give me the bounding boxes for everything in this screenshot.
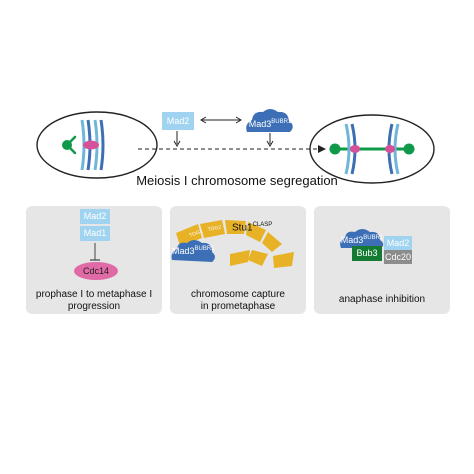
top-mad2-label: Mad2 <box>166 116 190 126</box>
left-chromosome-pair-icon <box>80 119 105 171</box>
stu1-segment-8 <box>273 252 294 268</box>
panel2-mad3-label: Mad3BUBR1 <box>172 246 215 256</box>
panel2-stu1-label: Stu1CLASP <box>232 222 273 234</box>
right-chromosome-right-icon <box>385 123 400 175</box>
stu1-segment-1 <box>176 224 202 246</box>
panel3-mad2-box <box>384 236 412 250</box>
panel2-caption-line2: in prometaphase <box>200 301 276 312</box>
panel3-mad3-cloud-icon <box>340 229 384 248</box>
top-mad3-label: Mad3BUBR1 <box>248 119 292 129</box>
left-spindle-pole-icon <box>62 135 77 155</box>
left-cell-outline <box>36 111 158 179</box>
panel1-inhibition-arrow <box>90 243 100 261</box>
top-mad2-box <box>162 112 194 130</box>
panel1-mad2-label: Mad2 <box>83 211 107 221</box>
panel3-cdc20-box <box>384 250 412 264</box>
right-chromosome-left-icon <box>344 123 360 175</box>
panel1-caption-line2: progression <box>67 301 121 312</box>
stu1-segment-4 <box>246 222 266 242</box>
panel3-bub3-label: Bub3 <box>356 248 378 258</box>
progression-arrow-head <box>318 145 326 153</box>
top-schematic <box>36 109 435 184</box>
panel3-mad3-label: Mad3BUBR1 <box>340 235 384 245</box>
tog2-label: TOG2 <box>207 225 222 233</box>
panel3-cdc20-label: Cdc20 <box>384 252 411 262</box>
panel3-caption-line1: anaphase inhibition <box>338 294 426 305</box>
panel1-caption-line1: prophase I to metaphase I <box>35 289 153 300</box>
stu1-segment-5 <box>262 232 282 252</box>
panel3-mad2-label: Mad2 <box>386 238 410 248</box>
panel1-cdc14-oval <box>74 262 118 280</box>
panel1-mad1-label: Mad1 <box>83 228 107 238</box>
panel1-mad1-box <box>80 226 110 241</box>
tog1-label: TOG1 <box>189 229 204 239</box>
panel2-stu1-chain: TOG1 TOG2 <box>171 220 294 268</box>
stu1-segment-3 <box>225 220 246 234</box>
panel2-caption-line1: chromosome capture <box>191 289 285 300</box>
stu1-segment-2 <box>200 220 225 238</box>
diagram-title: Meiosis I chromosome segregation <box>136 173 338 188</box>
panel1-cdc14-label: Cdc14 <box>82 266 109 276</box>
stu1-segment-7 <box>230 250 250 266</box>
panel2-mad3-cloud-icon <box>171 240 215 262</box>
panel3-bub3-box <box>352 246 382 261</box>
panel-3 <box>314 206 450 314</box>
panel1-mad2-box <box>80 209 110 224</box>
right-spindle-icon <box>329 143 415 155</box>
stu1-segment-6 <box>248 250 268 266</box>
top-mad3-cloud-icon <box>246 109 293 132</box>
